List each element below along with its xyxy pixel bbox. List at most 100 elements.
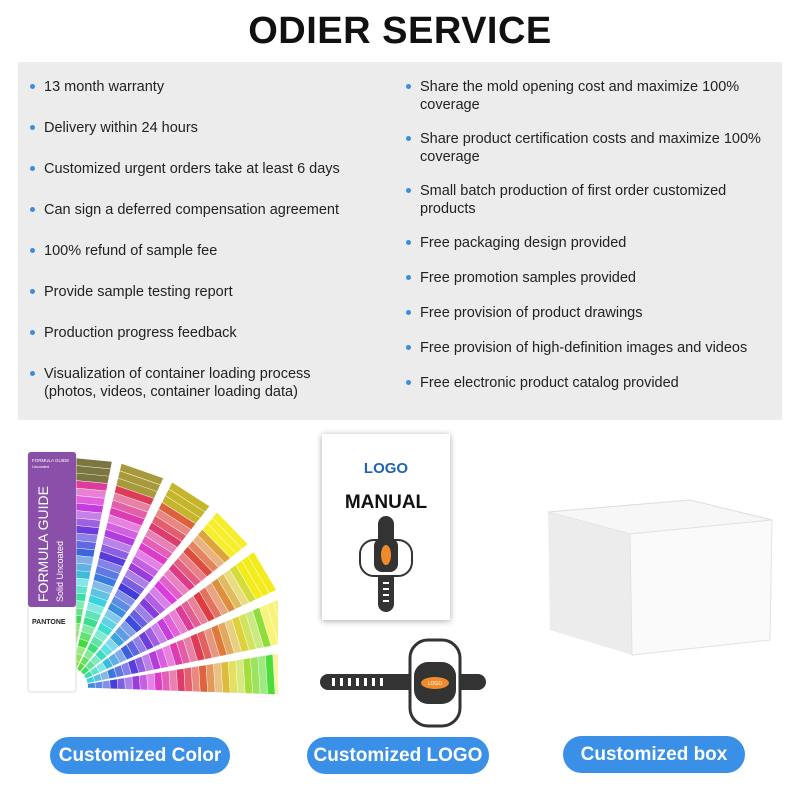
color-swatch bbox=[105, 638, 119, 652]
color-swatch bbox=[211, 625, 227, 657]
color-swatch bbox=[124, 615, 142, 633]
color-swatch bbox=[87, 682, 95, 688]
color-swatch bbox=[83, 617, 98, 628]
color-swatch bbox=[81, 624, 95, 635]
list-item: Free provision of product drawings bbox=[406, 304, 776, 339]
color-swatch bbox=[85, 660, 95, 670]
color-swatch bbox=[117, 582, 140, 601]
color-swatch bbox=[124, 569, 150, 589]
color-swatch bbox=[193, 591, 215, 622]
color-swatch bbox=[157, 618, 174, 641]
list-item: Customized urgent orders take at least 6… bbox=[30, 160, 390, 201]
color-swatch bbox=[128, 659, 139, 674]
list-item: Free promotion samples provided bbox=[406, 269, 776, 304]
color-swatch bbox=[108, 653, 120, 666]
color-swatch bbox=[135, 549, 164, 571]
color-swatch bbox=[163, 613, 181, 638]
color-swatch bbox=[124, 676, 133, 690]
color-swatch bbox=[197, 529, 230, 563]
color-swatch bbox=[80, 656, 90, 666]
color-swatch bbox=[266, 602, 278, 642]
color-swatch bbox=[250, 657, 260, 694]
color-swatch bbox=[120, 620, 137, 638]
pantone-brand: PANTONE bbox=[32, 619, 66, 626]
color-swatch bbox=[90, 655, 101, 666]
color-swatch bbox=[134, 603, 154, 624]
color-swatch bbox=[183, 546, 213, 577]
color-swatch bbox=[154, 672, 163, 691]
color-swatch bbox=[114, 665, 124, 677]
color-swatch bbox=[165, 489, 205, 518]
color-swatch bbox=[93, 573, 117, 587]
color-swatch bbox=[91, 580, 114, 594]
color-swatch bbox=[252, 607, 271, 648]
pantone-big-sub: Solid Uncoated bbox=[55, 541, 65, 602]
manual-logo-text: LOGO bbox=[363, 460, 409, 477]
color-swatch bbox=[243, 658, 253, 694]
pantone-color-fan-image: FORMULA GUIDE Uncoated FORMULA GUIDE Sol… bbox=[27, 452, 278, 695]
color-swatch bbox=[238, 613, 257, 651]
color-swatch bbox=[135, 656, 146, 673]
color-swatch bbox=[181, 600, 202, 628]
color-swatch bbox=[68, 487, 107, 498]
list-item: Share the mold opening cost and maximize… bbox=[406, 78, 776, 130]
color-swatch bbox=[102, 657, 113, 669]
color-swatch bbox=[154, 580, 178, 605]
color-swatch bbox=[162, 495, 201, 524]
color-swatch bbox=[121, 662, 132, 676]
color-swatch bbox=[197, 630, 212, 660]
color-swatch bbox=[107, 514, 142, 533]
customized-logo-button[interactable]: Customized LOGO bbox=[307, 737, 489, 774]
logo-manual-image: LOGO MANUAL bbox=[322, 434, 450, 620]
customized-color-button[interactable]: Customized Color bbox=[50, 737, 230, 774]
list-item: Free provision of high-definition images… bbox=[406, 339, 776, 374]
color-swatch bbox=[107, 668, 117, 679]
color-swatch bbox=[245, 610, 264, 649]
color-swatch bbox=[145, 529, 177, 553]
color-swatch bbox=[129, 609, 148, 628]
color-swatch bbox=[213, 662, 223, 693]
color-swatch bbox=[202, 523, 236, 558]
color-swatch bbox=[212, 512, 248, 549]
customized-box-button[interactable]: Customized box bbox=[563, 736, 745, 773]
color-swatch bbox=[116, 478, 157, 499]
color-swatch bbox=[68, 465, 111, 476]
color-swatch bbox=[149, 586, 172, 610]
color-swatch bbox=[104, 609, 122, 624]
color-swatch bbox=[147, 673, 155, 690]
color-swatch bbox=[97, 622, 113, 636]
color-swatch bbox=[198, 665, 208, 692]
color-swatch bbox=[87, 642, 99, 654]
color-swatch bbox=[190, 633, 205, 661]
list-item: Provide sample testing report bbox=[30, 283, 390, 324]
color-swatch bbox=[139, 598, 160, 619]
color-swatch bbox=[68, 480, 108, 491]
color-swatch bbox=[95, 565, 120, 581]
color-swatch bbox=[223, 569, 249, 606]
color-swatch bbox=[94, 629, 108, 642]
list-item: Delivery within 24 hours bbox=[30, 119, 390, 160]
color-swatch bbox=[163, 569, 189, 596]
strap-logo-text: LOGO bbox=[428, 681, 443, 687]
color-swatch bbox=[235, 560, 263, 600]
color-swatch bbox=[272, 653, 278, 695]
color-swatch bbox=[110, 632, 125, 647]
color-swatch bbox=[176, 668, 185, 692]
service-list-left: 13 month warranty Delivery within 24 hou… bbox=[30, 78, 390, 406]
pantone-header: FORMULA GUIDE bbox=[32, 458, 69, 463]
color-swatch bbox=[169, 642, 183, 666]
color-swatch bbox=[121, 576, 145, 595]
service-panel: 13 month warranty Delivery within 24 hou… bbox=[18, 62, 782, 420]
color-swatch bbox=[120, 644, 134, 660]
color-swatch bbox=[107, 602, 127, 618]
color-swatch bbox=[207, 518, 242, 554]
color-swatch bbox=[225, 619, 242, 654]
color-swatch bbox=[138, 631, 154, 650]
color-swatch bbox=[100, 616, 117, 630]
color-swatch bbox=[110, 679, 118, 689]
list-item: Free electronic product catalog provided bbox=[406, 374, 776, 409]
color-swatch bbox=[126, 640, 141, 657]
color-swatch bbox=[187, 596, 208, 625]
color-swatch bbox=[132, 675, 140, 690]
color-swatch bbox=[96, 662, 107, 673]
